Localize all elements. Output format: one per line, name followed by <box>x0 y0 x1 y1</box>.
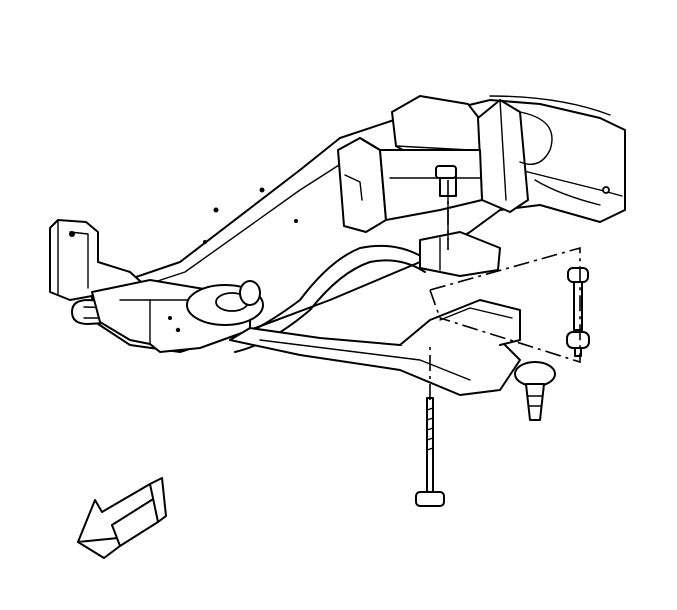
spring-towers <box>337 95 529 233</box>
alignment-planes <box>429 180 581 400</box>
control-arm-front-bushing <box>186 280 264 326</box>
upper-fastener <box>435 165 457 179</box>
shock-absorber-bracket <box>419 175 501 277</box>
ball-joint <box>514 361 556 421</box>
forward-direction-arrow-icon <box>77 477 167 559</box>
lower-control-arm <box>229 299 521 396</box>
control-arm-bolt <box>415 397 445 507</box>
hose-line <box>489 95 611 165</box>
stabilizer-link <box>566 267 590 357</box>
